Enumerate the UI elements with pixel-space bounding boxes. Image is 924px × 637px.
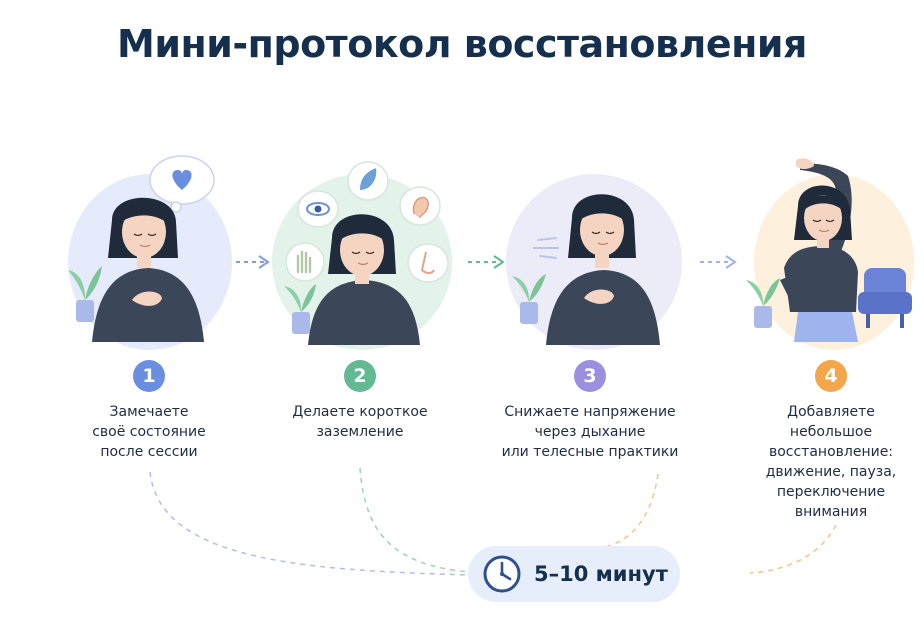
breath-icon — [533, 237, 559, 259]
step-number-2: 2 — [344, 360, 376, 392]
plant-icon — [284, 284, 316, 334]
connector-step4 — [749, 524, 837, 574]
hand-icon — [285, 242, 325, 282]
step-number-4: 4 — [815, 360, 847, 392]
step2-illustration — [272, 161, 452, 350]
step-number-3: 3 — [574, 360, 606, 392]
leaf-icon — [347, 161, 389, 201]
ear-icon — [399, 186, 441, 226]
step4-illustration — [746, 158, 914, 350]
connector-step1 — [149, 471, 469, 576]
plant-icon — [68, 266, 102, 322]
step1-illustration — [68, 155, 232, 350]
arrow-head-2-icon — [493, 255, 505, 269]
connector-step3 — [599, 473, 659, 549]
arrow-head-1-icon — [258, 255, 270, 269]
duration-text: 5–10 минут — [534, 562, 668, 586]
step-label-3: Снижаете напряжение через дыхание или те… — [501, 404, 679, 460]
step-label-4: Добавляете небольшое восстановление: дви… — [765, 404, 897, 520]
arrow-head-3-icon — [725, 255, 737, 269]
step-label-2: Делаете короткое заземление — [292, 404, 428, 440]
duration-badge: 5–10 минут — [468, 546, 680, 602]
heart-icon — [172, 170, 192, 190]
page-title: Мини-протокол восстановления — [117, 22, 807, 66]
step3-illustration — [506, 174, 682, 350]
step-label-1: Замечаете своё состояние после сессии — [92, 404, 206, 460]
nose-icon — [407, 243, 449, 283]
plant-icon — [512, 274, 546, 324]
connector-step2 — [359, 467, 469, 573]
plant-icon — [746, 278, 780, 328]
armchair-icon — [858, 268, 912, 328]
clock-icon — [483, 555, 521, 593]
eye-icon — [297, 190, 339, 228]
step-number-1: 1 — [133, 360, 165, 392]
